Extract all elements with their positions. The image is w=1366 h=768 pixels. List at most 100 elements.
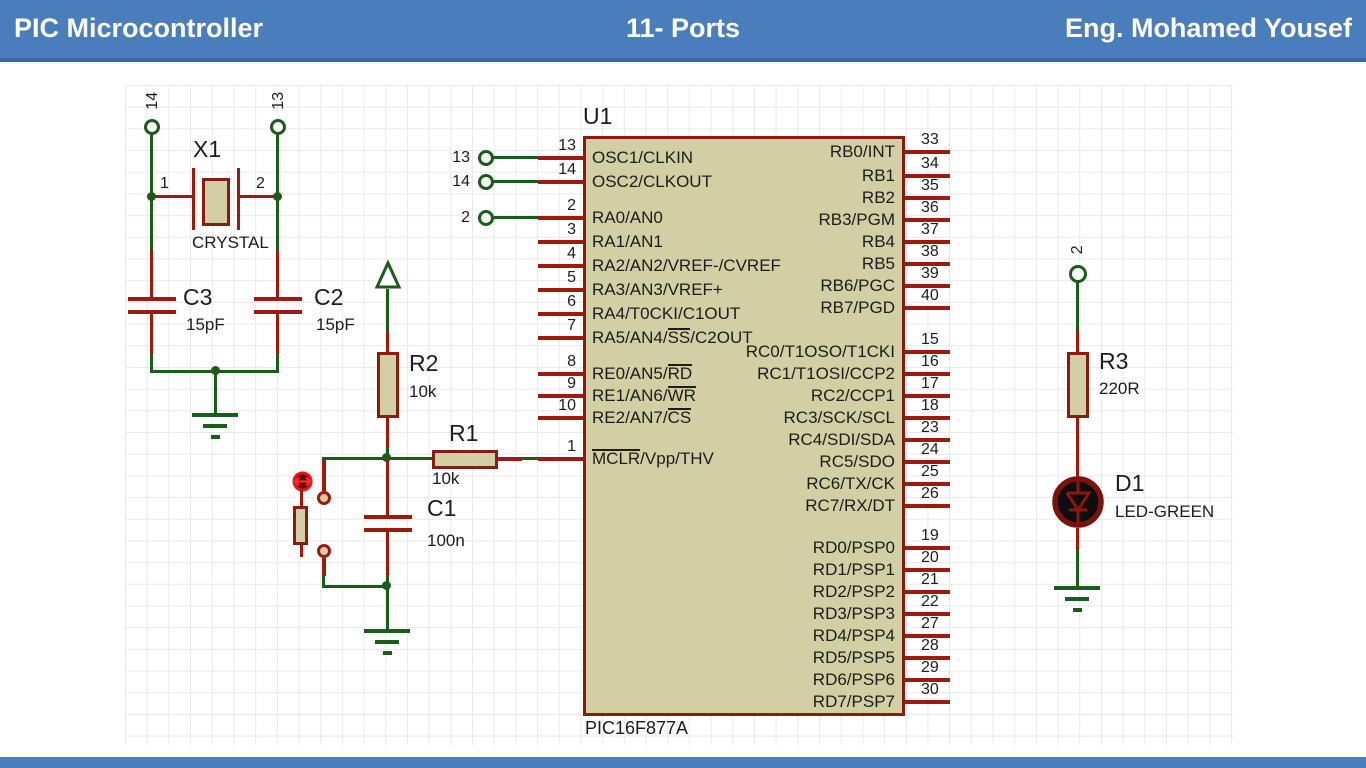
- chip-pin-number: 15: [921, 331, 939, 348]
- chip-pin-line: [905, 174, 950, 178]
- wire-segment: [386, 588, 389, 629]
- pin-segment: [322, 460, 326, 491]
- power-arrow-icon: [374, 259, 402, 289]
- chip-pin-line: [905, 634, 950, 638]
- chip-pin-number: 2: [567, 197, 576, 214]
- chip-pin-number: 34: [921, 155, 939, 172]
- junction-dot: [382, 453, 391, 462]
- chip-pin-number: 19: [921, 527, 939, 544]
- c3-ref: C3: [183, 284, 213, 310]
- crystal-pin2-wire: [240, 195, 278, 198]
- c1-ref: C1: [427, 495, 457, 521]
- chip-pin-line: [905, 482, 950, 486]
- chip-pin-line: [538, 372, 583, 376]
- chip-pin-label: MCLR/Vpp/THV: [592, 449, 714, 468]
- chip-pin-label: RB2: [861, 188, 895, 207]
- chip-pin-number: 7: [567, 317, 576, 334]
- wire-segment: [522, 457, 540, 460]
- c2-plate-bottom: [254, 310, 302, 314]
- chip-pin-number: 38: [921, 243, 939, 260]
- chip-pin-label: RB3/PGM: [818, 210, 895, 229]
- wire-segment: [214, 370, 217, 415]
- button-contact: [317, 544, 331, 558]
- chip-pin-line: [538, 416, 583, 420]
- footer-bar: [0, 757, 1366, 768]
- chip-pin-line: [905, 546, 950, 550]
- d1-ref: D1: [1115, 470, 1145, 496]
- chip-pin-label: RC7/RX/DT: [805, 496, 895, 515]
- chip-pin-label: RD0/PSP0: [812, 538, 895, 557]
- header-title-right: Eng. Mohamed Yousef: [1064, 13, 1352, 43]
- chip-pin-label: RA3/AN3/VREF+: [592, 280, 723, 299]
- c1-plate-top: [364, 515, 412, 519]
- pin-segment: [386, 418, 389, 448]
- c1-plate-bottom: [364, 528, 412, 532]
- button-contact: [317, 491, 331, 505]
- chip-pin-line: [905, 568, 950, 572]
- chip-pin-label: RB6/PGC: [820, 276, 895, 295]
- pin-segment: [322, 558, 326, 576]
- chip-pin-line: [905, 262, 950, 266]
- led-icon: [1052, 476, 1104, 528]
- chip-pin-label: RA4/T0CKI/C1OUT: [592, 304, 741, 323]
- ground-symbol: [375, 640, 399, 644]
- chip-pin-line: [905, 504, 950, 508]
- chip-ref: U1: [583, 103, 613, 129]
- chip-pin-line: [905, 372, 950, 376]
- pin-segment: [498, 457, 522, 461]
- wire-segment: [150, 354, 153, 373]
- pin-segment: [1076, 528, 1079, 550]
- terminal-14-label: 14: [144, 91, 162, 110]
- chip-pin-line: [538, 156, 583, 160]
- chip-pin-number: 21: [921, 571, 939, 588]
- ground-symbol: [1054, 586, 1100, 590]
- chip-pin-label: RD6/PSP6: [812, 670, 895, 689]
- chip-pin-number: 8: [567, 353, 576, 370]
- chip-pin-label: RC4/SDI/SDA: [788, 430, 895, 449]
- ground-symbol: [192, 413, 238, 417]
- r2-value: 10k: [409, 382, 437, 401]
- chip-body: [583, 136, 905, 716]
- header-bar: PIC Microcontroller 11- Ports Eng. Moham…: [0, 0, 1366, 62]
- crystal-value: CRYSTAL: [192, 233, 269, 252]
- chip-pin-number: 29: [921, 659, 939, 676]
- chip-pin-label: RD2/PSP2: [812, 582, 895, 601]
- crystal-plate-right: [237, 168, 240, 230]
- chip-pin-line: [905, 350, 950, 354]
- r3-value: 220R: [1099, 379, 1140, 398]
- chip-pin-label: RA0/AN0: [592, 208, 663, 227]
- c3-plate-top: [128, 297, 176, 301]
- chip-pin-line: [905, 700, 950, 704]
- chip-pin-number: 26: [921, 485, 939, 502]
- chip-pin-number: 30: [921, 681, 939, 698]
- chip-pin-line: [905, 284, 950, 288]
- chip-pin-number: 9: [567, 375, 576, 392]
- r1-value: 10k: [432, 469, 460, 488]
- pin-segment: [1076, 331, 1079, 354]
- chip-pin-number: 35: [921, 177, 939, 194]
- chip-pin-line: [905, 394, 950, 398]
- chip-pin-number: 16: [921, 353, 939, 370]
- chip-pin-number: 1: [567, 438, 576, 455]
- wire-segment: [322, 457, 432, 460]
- chip-pin-label: RA5/AN4/SS/C2OUT: [592, 328, 753, 347]
- chip-pin-line: [538, 312, 583, 316]
- chip-pin-label: RA1/AN1: [592, 232, 663, 251]
- crystal-pin1-wire: [152, 195, 192, 198]
- ground-symbol: [203, 424, 227, 428]
- ground-symbol: [1065, 597, 1089, 601]
- chip-pin-number: 17: [921, 375, 939, 392]
- chip-pin-line: [538, 394, 583, 398]
- d1-value: LED-GREEN: [1115, 502, 1215, 521]
- chip-pin-line: [905, 218, 950, 222]
- chip-pin-line: [905, 678, 950, 682]
- input-terminal-circle: [478, 210, 494, 226]
- button-plate: [293, 506, 308, 545]
- pin-segment: [300, 490, 303, 506]
- chip-pin-label: RC6/TX/CK: [806, 474, 895, 493]
- junction-dot: [273, 192, 282, 201]
- pin-segment: [386, 532, 389, 575]
- chip-pin-label: RA2/AN2/VREF-/CVREF: [592, 256, 781, 275]
- chip-part-number: PIC16F877A: [585, 718, 689, 738]
- pin-segment: [300, 545, 303, 557]
